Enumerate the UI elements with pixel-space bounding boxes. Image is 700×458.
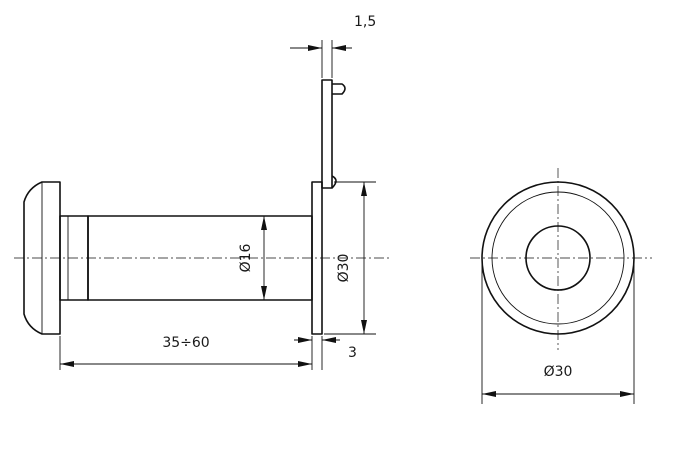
dimension-label-tube-diameter: Ø16 [238, 243, 254, 272]
dimension-label-flange-diameter-side: Ø30 [336, 254, 352, 283]
cover-plate-hinge [331, 175, 337, 189]
dimension-label-body-length: 35÷60 [162, 335, 209, 351]
eyepiece-head [23, 181, 61, 335]
flange-inner-circle [491, 191, 625, 325]
front-view: Ø30 [470, 168, 652, 404]
dimension-plate-thickness: 1,5 [290, 14, 376, 78]
dimension-label-plate-thickness: 1,5 [354, 14, 376, 30]
side-view: 1,5 Ø16 Ø30 35÷60 [14, 14, 392, 370]
dimension-label-flange-thickness: 3 [348, 345, 357, 361]
cover-plate [321, 79, 333, 189]
dimension-label-flange-diameter-front: Ø30 [544, 364, 573, 380]
cover-plate-pin [332, 83, 346, 95]
dimension-flange-diameter-side: Ø30 [324, 181, 376, 335]
dimension-body-length: 35÷60 [59, 335, 323, 370]
flange-outer-circle [481, 181, 635, 335]
dimension-flange-diameter-front: Ø30 [481, 264, 635, 404]
dimension-flange-thickness: 3 [294, 337, 357, 361]
dimension-tube-diameter: Ø16 [238, 216, 267, 300]
lens-opening-circle [525, 225, 591, 291]
